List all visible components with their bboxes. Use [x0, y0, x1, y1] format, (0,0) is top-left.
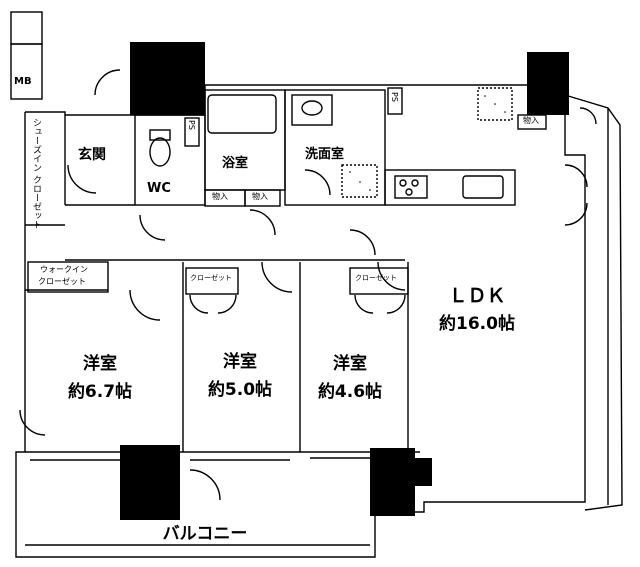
walkin-closet-label-2: クローゼット [38, 277, 86, 286]
room3-size: 約4.6帖 [317, 382, 383, 402]
kitchen-counter [384, 169, 516, 206]
closet-label-room2: クローゼット [190, 274, 232, 282]
sink [291, 94, 333, 126]
shoe-closet-label: シューズイン クローゼット [31, 118, 41, 229]
pillar-5 [412, 458, 432, 486]
toilet [149, 137, 171, 167]
mb-door [10, 11, 43, 45]
range-hood [477, 87, 513, 121]
pillar-4 [370, 448, 415, 516]
room2-name: 洋室 [223, 352, 257, 372]
walkin-closet [27, 261, 109, 293]
storage-label-3: 物入 [523, 116, 539, 125]
ps-box-2 [387, 87, 403, 115]
closet-label-room3: クローゼット [355, 274, 397, 282]
walkin-closet-label-1: ウォークイン [40, 265, 88, 274]
kitchen-sink [462, 175, 504, 199]
stove [394, 175, 428, 199]
pillar-2 [527, 52, 569, 115]
ldk-size: 約16.0帖 [439, 314, 515, 334]
storage-label-1: 物入 [212, 192, 228, 201]
bathtub [207, 94, 277, 134]
wc-label: WC [147, 181, 171, 196]
sink-bowl [301, 100, 323, 116]
washer-pan [341, 164, 378, 198]
mb-box [10, 43, 43, 100]
closet-room2 [185, 267, 239, 295]
entrance-label: 玄関 [78, 147, 106, 163]
washroom-label: 洗面室 [305, 147, 345, 162]
room1-name: 洋室 [83, 354, 117, 374]
ps-label-2: PS [390, 92, 399, 102]
side-balcony [564, 94, 623, 511]
mb-label: MB [14, 76, 32, 87]
storage-b [244, 189, 281, 207]
room1-size: 約6.7帖 [67, 382, 133, 402]
ps-box-1 [184, 117, 200, 147]
ps-label-1: PS [187, 120, 196, 130]
room3-name: 洋室 [333, 354, 367, 374]
bath-room [204, 89, 286, 191]
pillar-3 [120, 445, 180, 520]
washroom-room [284, 89, 386, 206]
storage-label-2: 物入 [252, 192, 268, 201]
ldk-name: ＬＤＫ [448, 285, 506, 307]
balcony-label: バルコニー [162, 524, 248, 544]
pillar-1 [130, 42, 205, 115]
room2-size: 約5.0帖 [207, 380, 273, 400]
bath-label: 浴室 [222, 156, 249, 171]
